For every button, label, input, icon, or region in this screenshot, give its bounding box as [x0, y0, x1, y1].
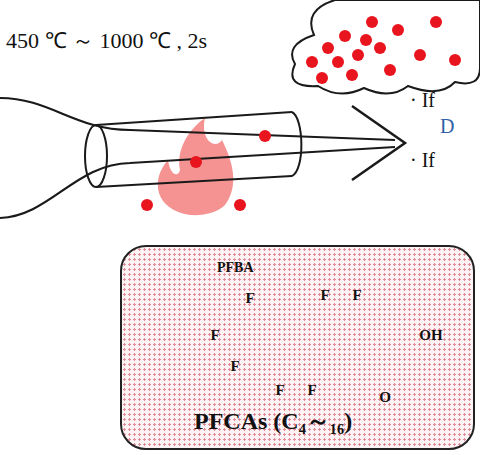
atom-label: O — [379, 390, 391, 405]
atom-label: F — [320, 288, 329, 303]
particles — [141, 130, 271, 211]
result-text: D — [440, 116, 454, 136]
bond — [340, 305, 352, 330]
compound-class: PFCAs (C₄～₁₆) — [194, 405, 352, 437]
atom-label: F — [245, 291, 254, 306]
bullet-text: · If — [410, 150, 435, 170]
bullet-text: · If — [410, 90, 435, 110]
atom-label: F — [275, 383, 284, 398]
bond — [387, 356, 389, 385]
bond — [284, 355, 295, 380]
bond — [295, 355, 307, 380]
cloud-particles — [306, 16, 461, 84]
atom-label: OH — [419, 328, 442, 343]
bond — [385, 340, 414, 355]
smoke-cloud — [292, 0, 480, 94]
compound-name: PFBA — [217, 260, 254, 276]
bond — [239, 330, 250, 356]
bond — [295, 330, 340, 355]
bond — [381, 356, 383, 385]
bond — [340, 330, 385, 355]
flow-arrow — [0, 98, 405, 218]
bond — [225, 330, 250, 334]
atom-label: F — [352, 288, 361, 303]
condition-text: 450 ℃ ～ 1000 ℃ , 2s — [6, 30, 207, 52]
atom-label: F — [230, 359, 239, 374]
bond — [249, 309, 251, 330]
reactor-tube — [85, 112, 301, 187]
bond — [329, 305, 340, 330]
atom-label: F — [307, 383, 316, 398]
compound-box: PFBA PFCAs (C₄～₁₆) — [120, 245, 475, 450]
atom-label: F — [210, 328, 219, 343]
bond — [250, 330, 295, 355]
